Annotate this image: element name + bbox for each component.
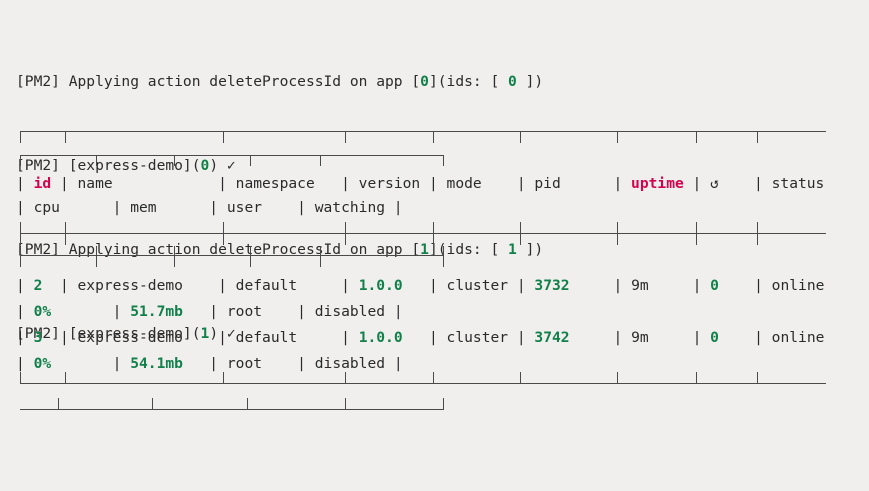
log-segment: ) ✓ xyxy=(209,157,236,174)
table-cell-segment: 3742 xyxy=(534,329,570,346)
log-segment: 0 xyxy=(200,157,210,174)
log-segment: ]) xyxy=(516,241,544,258)
log-line: [PM2] [express-demo](1) ✓ xyxy=(16,320,861,348)
table-cell-segment: | xyxy=(16,355,34,372)
table-cell-segment: | xyxy=(16,329,34,346)
table-header-segment: id xyxy=(33,175,52,192)
table-cell-segment: 2 xyxy=(33,277,43,294)
table-cell-segment: 54.1mb xyxy=(130,355,183,372)
table-row[interactable]: | 3 | express-demo | default | 1.0.0 | c… xyxy=(16,324,824,352)
log-line: [PM2] Applying action deleteProcessId on… xyxy=(16,236,861,264)
table-cell-segment: | cluster | xyxy=(402,277,535,294)
table-header-segment: | xyxy=(16,175,34,192)
log-segment: 0 xyxy=(508,73,517,90)
table-cell-segment: | xyxy=(16,277,34,294)
table-cell-segment: | xyxy=(51,303,131,320)
table-header-segment: | ↺ | status xyxy=(683,175,825,192)
table-cell-segment: | root | disabled | xyxy=(182,303,403,320)
table-cell-segment: | express-demo | default | xyxy=(42,329,359,346)
table-cell-segment: 1.0.0 xyxy=(358,277,403,294)
table-cell-segment: | 9m | xyxy=(569,329,711,346)
log-segment: ](ids: [ xyxy=(428,241,509,258)
table-row[interactable]: | 0% | 51.7mb | root | disabled | xyxy=(16,298,403,326)
log-segment: [PM2] Applying action deleteProcessId on… xyxy=(16,73,421,90)
table-cell-segment: 0% xyxy=(33,303,52,320)
table-cell-segment: 51.7mb xyxy=(130,303,183,320)
table-row[interactable]: | 2 | express-demo | default | 1.0.0 | c… xyxy=(16,272,824,300)
table-cell-segment: | xyxy=(16,303,34,320)
table-cell-segment: | express-demo | default | xyxy=(42,277,359,294)
log-segment: ](ids: [ xyxy=(428,73,509,90)
table-cell-segment: | cluster | xyxy=(402,329,535,346)
log-output: [PM2] Applying action deleteProcessId on… xyxy=(16,12,861,404)
log-segment: [PM2] [express-demo]( xyxy=(16,157,201,174)
table-header-row-secondary: | cpu | mem | user | watching | xyxy=(16,194,403,222)
table-cell-segment: 0 xyxy=(710,277,719,294)
log-segment: ) ✓ xyxy=(209,325,236,342)
table-cell-segment: | root | disabled | xyxy=(182,355,403,372)
warning-line-1: [PM2][WARN] Current process list is not … xyxy=(16,484,688,491)
warning-message: [PM2][WARN] Current process list is not … xyxy=(16,428,688,491)
log-segment: [PM2] Applying action deleteProcessId on… xyxy=(16,241,421,258)
log-segment: 0 xyxy=(420,73,429,90)
log-segment: 1 xyxy=(420,241,429,258)
table-bottom-border-secondary xyxy=(20,409,444,410)
table-header-segment: | cpu | mem | user | watching | xyxy=(16,199,403,216)
log-segment: ]) xyxy=(516,73,544,90)
table-cell-segment: | online xyxy=(718,329,825,346)
table-header-segment: uptime xyxy=(631,175,684,192)
table-cell-segment: 0% xyxy=(33,355,52,372)
log-line: [PM2] Applying action deleteProcessId on… xyxy=(16,68,861,96)
table-cell-segment: | online xyxy=(718,277,825,294)
log-line: [PM2] [express-demo](0) ✓ xyxy=(16,152,861,180)
table-row[interactable]: | 0% | 54.1mb | root | disabled | xyxy=(16,350,403,378)
table-cell-segment: 0 xyxy=(710,329,719,346)
table-cell-segment: | 9m | xyxy=(569,277,711,294)
table-cell-segment: 3 xyxy=(33,329,43,346)
table-header-segment: | name | namespace | version | mode | pi… xyxy=(51,175,632,192)
table-header-row-primary: | id | name | namespace | version | mode… xyxy=(16,170,824,198)
log-segment: 1 xyxy=(200,325,210,342)
table-cell-segment: 1.0.0 xyxy=(358,329,403,346)
table-cell-segment: 3732 xyxy=(534,277,570,294)
table-cell-segment: | xyxy=(51,355,131,372)
log-segment: 1 xyxy=(508,241,517,258)
log-segment: [PM2] [express-demo]( xyxy=(16,325,201,342)
